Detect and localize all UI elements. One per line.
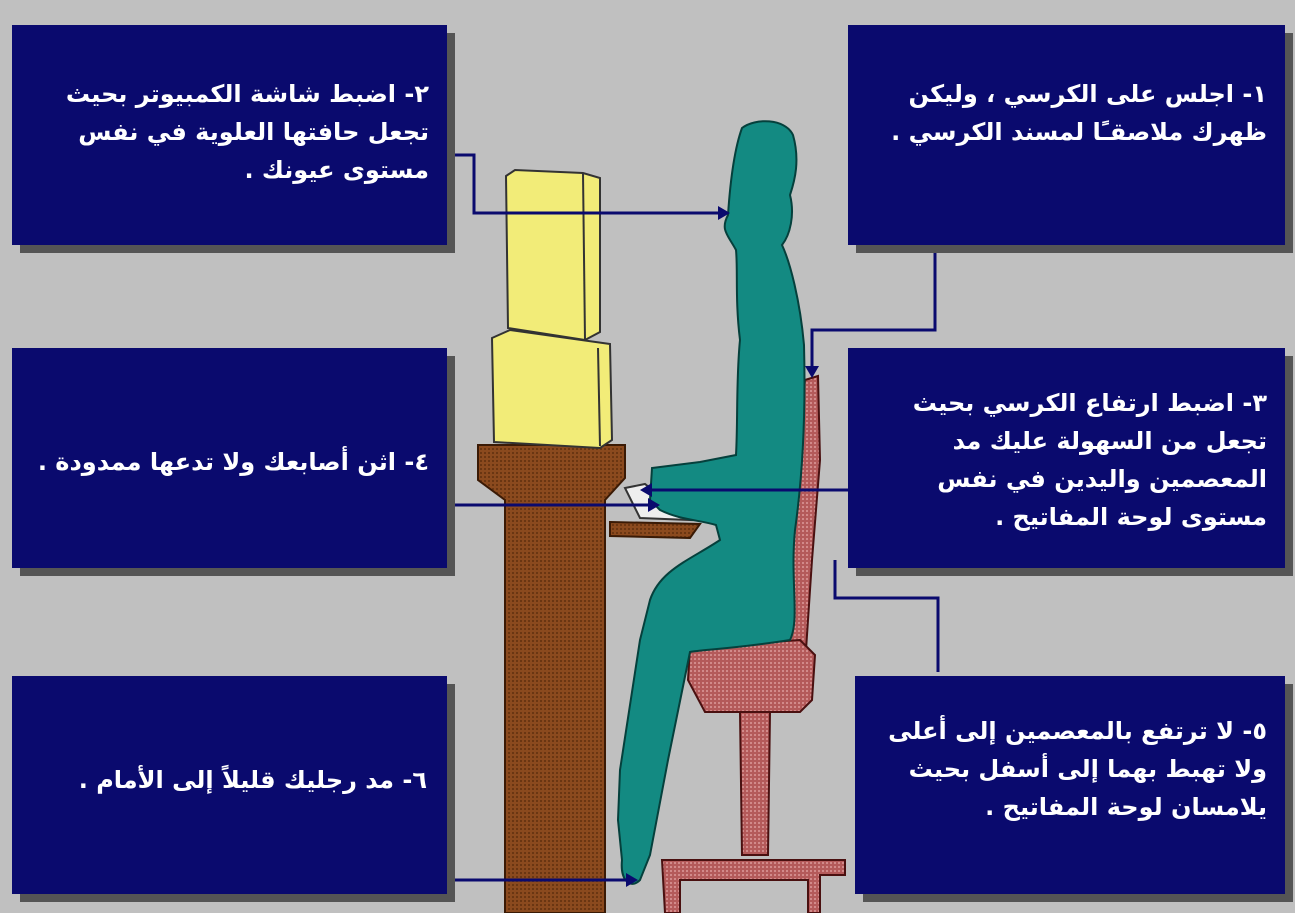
instruction-box-step-5: ٥- لا ترتفع بالمعصمين إلى أعلى ولا تهبط … bbox=[855, 676, 1285, 894]
instruction-text-step-1: ١- اجلس على الكرسي ، وليكن ظهرك ملاصقـًا… bbox=[891, 80, 1267, 146]
instruction-box-step-3: ٣- اضبط ارتفاع الكرسي بحيث تجعل من السهو… bbox=[848, 348, 1285, 568]
instruction-box-step-4: ٤- اثن أصابعك ولا تدعها ممدودة . bbox=[12, 348, 447, 568]
arrowhead-step-4 bbox=[648, 498, 660, 512]
connector-step-1 bbox=[810, 245, 937, 368]
connector-step-5 bbox=[833, 560, 940, 672]
instruction-text-step-6: ٦- مد رجليك قليلاً إلى الأمام . bbox=[78, 766, 427, 794]
arrowhead-step-2 bbox=[718, 206, 730, 220]
instruction-text-step-2: ٢- اضبط شاشة الكمبيوتر بحيث تجعل حافتها … bbox=[65, 80, 429, 184]
arrowhead-step-1 bbox=[805, 366, 819, 378]
connector-lines bbox=[455, 153, 940, 887]
instruction-text-step-3: ٣- اضبط ارتفاع الكرسي بحيث تجعل من السهو… bbox=[912, 389, 1267, 531]
instruction-box-step-6: ٦- مد رجليك قليلاً إلى الأمام . bbox=[12, 676, 447, 894]
instruction-box-step-1: ١- اجلس على الكرسي ، وليكن ظهرك ملاصقـًا… bbox=[848, 25, 1285, 245]
desk bbox=[477, 444, 702, 913]
instruction-text-step-4: ٤- اثن أصابعك ولا تدعها ممدودة . bbox=[37, 448, 429, 476]
arrowhead-step-6 bbox=[626, 873, 638, 887]
arrowhead-step-3 bbox=[640, 483, 652, 497]
instruction-text-step-5: ٥- لا ترتفع بالمعصمين إلى أعلى ولا تهبط … bbox=[888, 717, 1267, 821]
instruction-box-step-2: ٢- اضبط شاشة الكمبيوتر بحيث تجعل حافتها … bbox=[12, 25, 447, 245]
connector-step-2 bbox=[455, 153, 718, 215]
person-silhouette bbox=[616, 120, 806, 885]
